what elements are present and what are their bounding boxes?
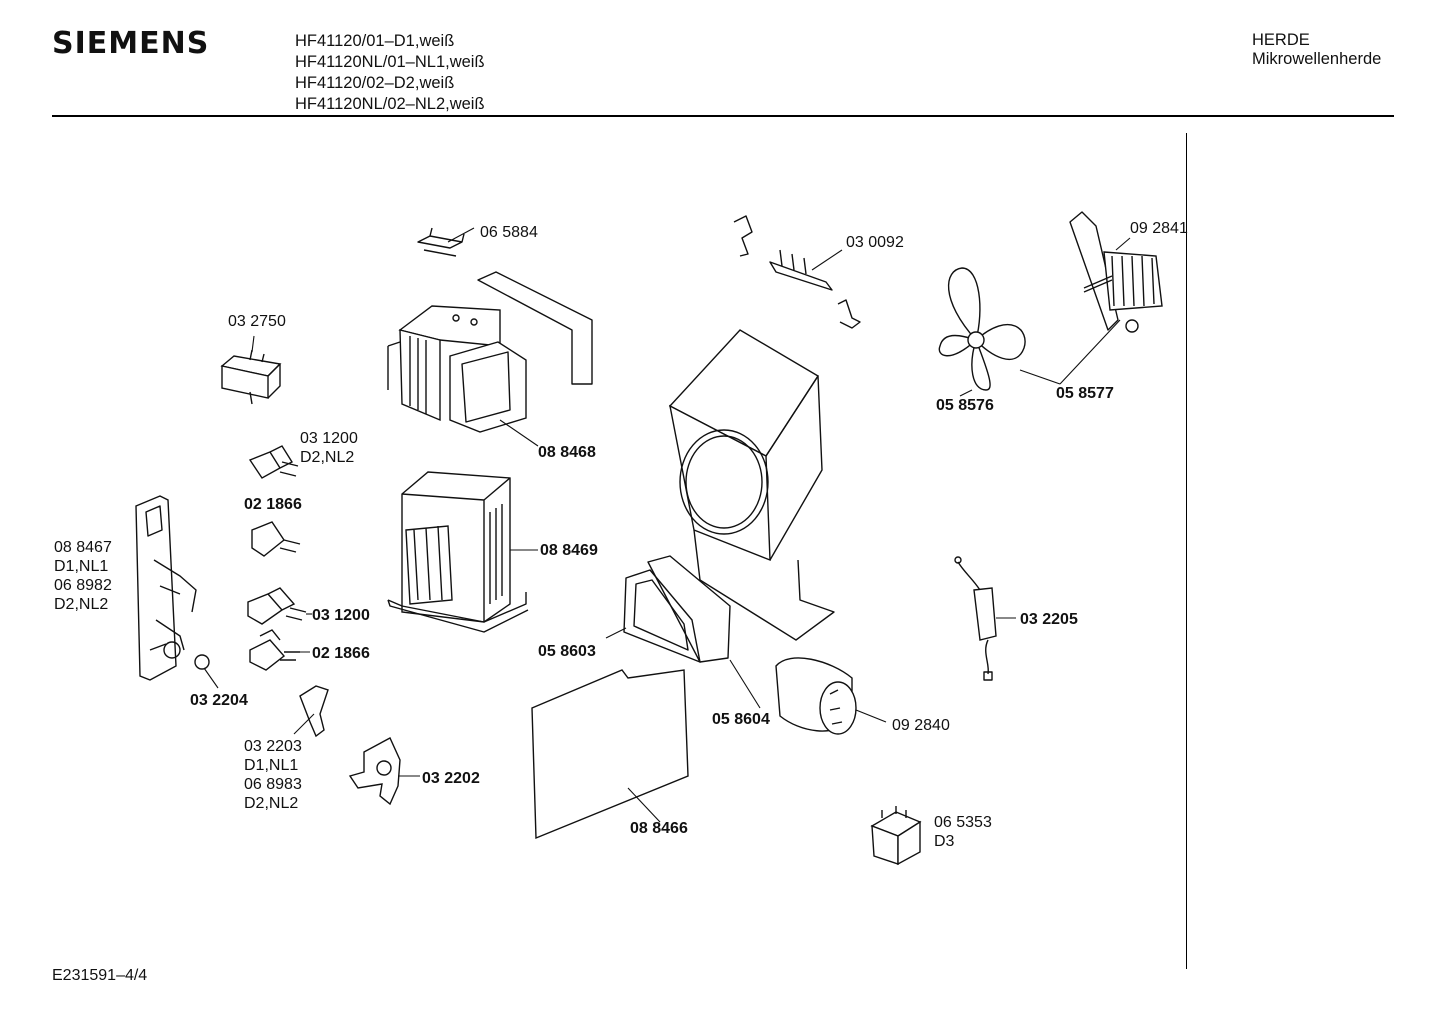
svg-text:08 8469: 08 8469 xyxy=(540,542,598,559)
part-drawing-088468 xyxy=(387,271,593,447)
part-label: 03 1200 D2,NL2 xyxy=(300,430,358,466)
part-drawing-092840 xyxy=(775,657,887,735)
part-drawing-088466 xyxy=(531,669,689,840)
part-drawing-032750 xyxy=(220,335,282,405)
model-line: HF41120NL/01–NL1,weiß xyxy=(295,53,485,71)
part-label: 03 1200 xyxy=(312,607,370,624)
model-list: HF41120/01–D1,weiß HF41120NL/01–NL1,weiß… xyxy=(295,31,485,115)
part-leader-058577 xyxy=(1019,319,1121,385)
part-label: 03 2203 D1,NL1 06 8983 D2,NL2 xyxy=(244,738,302,812)
svg-text:03 1200: 03 1200 xyxy=(312,607,370,624)
part-label: 05 8576 xyxy=(936,397,994,414)
part-label: 05 8603 xyxy=(538,643,596,660)
svg-text:03 2203: 03 2203 xyxy=(244,738,302,755)
side-divider xyxy=(1186,133,1187,969)
part-drawing-058604 xyxy=(647,555,761,709)
svg-text:03 2202: 03 2202 xyxy=(422,770,480,787)
part-drawing-031200a xyxy=(248,445,299,479)
part-drawing-021866b xyxy=(249,629,310,671)
svg-text:08 8466: 08 8466 xyxy=(630,820,688,837)
part-drawing-032202 xyxy=(348,737,420,806)
part-label: 02 1866 xyxy=(244,496,302,513)
part-label: 08 8468 xyxy=(538,444,596,461)
product-category: HERDE Mikrowellenherde xyxy=(1252,31,1381,69)
part-label: 02 1866 xyxy=(312,645,370,662)
svg-text:06 5353: 06 5353 xyxy=(934,814,992,831)
svg-text:06 8982: 06 8982 xyxy=(54,577,112,594)
part-label: 03 2202 xyxy=(422,770,480,787)
part-label: 06 5884 xyxy=(480,224,538,241)
part-drawing-032203 xyxy=(293,685,329,738)
part-label: 03 2750 xyxy=(228,313,286,330)
svg-text:02 1866: 02 1866 xyxy=(244,496,302,513)
part-label: 08 8466 xyxy=(630,820,688,837)
part-drawing-air-duct xyxy=(668,329,835,641)
svg-text:09 2840: 09 2840 xyxy=(892,717,950,734)
svg-text:D2,NL2: D2,NL2 xyxy=(54,596,108,613)
part-label: 03 0092 xyxy=(846,234,904,251)
part-label: 08 8469 xyxy=(540,542,598,559)
part-drawing-088467 xyxy=(135,495,219,689)
svg-text:03 2205: 03 2205 xyxy=(1020,611,1078,628)
part-label: 09 2840 xyxy=(892,717,950,734)
part-label: 03 2204 xyxy=(190,692,248,709)
part-label: 05 8577 xyxy=(1056,385,1114,402)
part-drawing-065353 xyxy=(870,806,922,866)
svg-text:05 8604: 05 8604 xyxy=(712,711,770,728)
svg-text:08 8467: 08 8467 xyxy=(54,539,112,556)
svg-text:08 8468: 08 8468 xyxy=(538,444,596,461)
part-drawing-058576 xyxy=(938,267,1026,397)
svg-text:02 1866: 02 1866 xyxy=(312,645,370,662)
part-drawing-032205 xyxy=(954,556,1016,681)
part-drawing-088469 xyxy=(387,471,538,633)
category-label: HERDE xyxy=(1252,31,1310,49)
part-drawing-065884 xyxy=(417,227,475,257)
brand-logo: SIEMENS xyxy=(52,26,210,61)
drawing-id: E231591–4/4 xyxy=(52,967,148,984)
part-label: 09 2841 xyxy=(1130,220,1188,237)
svg-text:D1,NL1: D1,NL1 xyxy=(244,757,298,774)
part-drawing-092841 xyxy=(1069,211,1163,333)
svg-text:05 8576: 05 8576 xyxy=(936,397,994,414)
subcategory-label: Mikrowellenherde xyxy=(1252,50,1382,68)
header-divider xyxy=(52,115,1394,117)
part-label: 06 5353 D3 xyxy=(934,814,992,850)
svg-text:09 2841: 09 2841 xyxy=(1130,220,1188,237)
svg-text:06 8983: 06 8983 xyxy=(244,776,302,793)
part-label: 05 8604 xyxy=(712,711,770,728)
svg-text:03 1200: 03 1200 xyxy=(300,430,358,447)
svg-text:03 2204: 03 2204 xyxy=(190,692,248,709)
svg-text:03 0092: 03 0092 xyxy=(846,234,904,251)
part-drawing-031200b xyxy=(247,587,312,625)
part-drawing-021866a xyxy=(251,521,301,557)
svg-text:D3: D3 xyxy=(934,833,955,850)
part-drawing-030092 xyxy=(733,215,861,329)
svg-text:D2,NL2: D2,NL2 xyxy=(244,795,298,812)
svg-text:06 5884: 06 5884 xyxy=(480,224,538,241)
svg-text:D2,NL2: D2,NL2 xyxy=(300,449,354,466)
part-drawing-058603 xyxy=(605,569,701,663)
model-line: HF41120NL/02–NL2,weiß xyxy=(295,95,485,113)
svg-text:D1,NL1: D1,NL1 xyxy=(54,558,108,575)
part-label: 03 2205 xyxy=(1020,611,1078,628)
model-line: HF41120/02–D2,weiß xyxy=(295,74,455,92)
svg-text:05 8603: 05 8603 xyxy=(538,643,596,660)
model-line: HF41120/01–D1,weiß xyxy=(295,32,455,50)
svg-text:03 2750: 03 2750 xyxy=(228,313,286,330)
svg-text:05 8577: 05 8577 xyxy=(1056,385,1114,402)
part-label: 08 8467 D1,NL1 06 8982 D2,NL2 xyxy=(54,539,112,613)
